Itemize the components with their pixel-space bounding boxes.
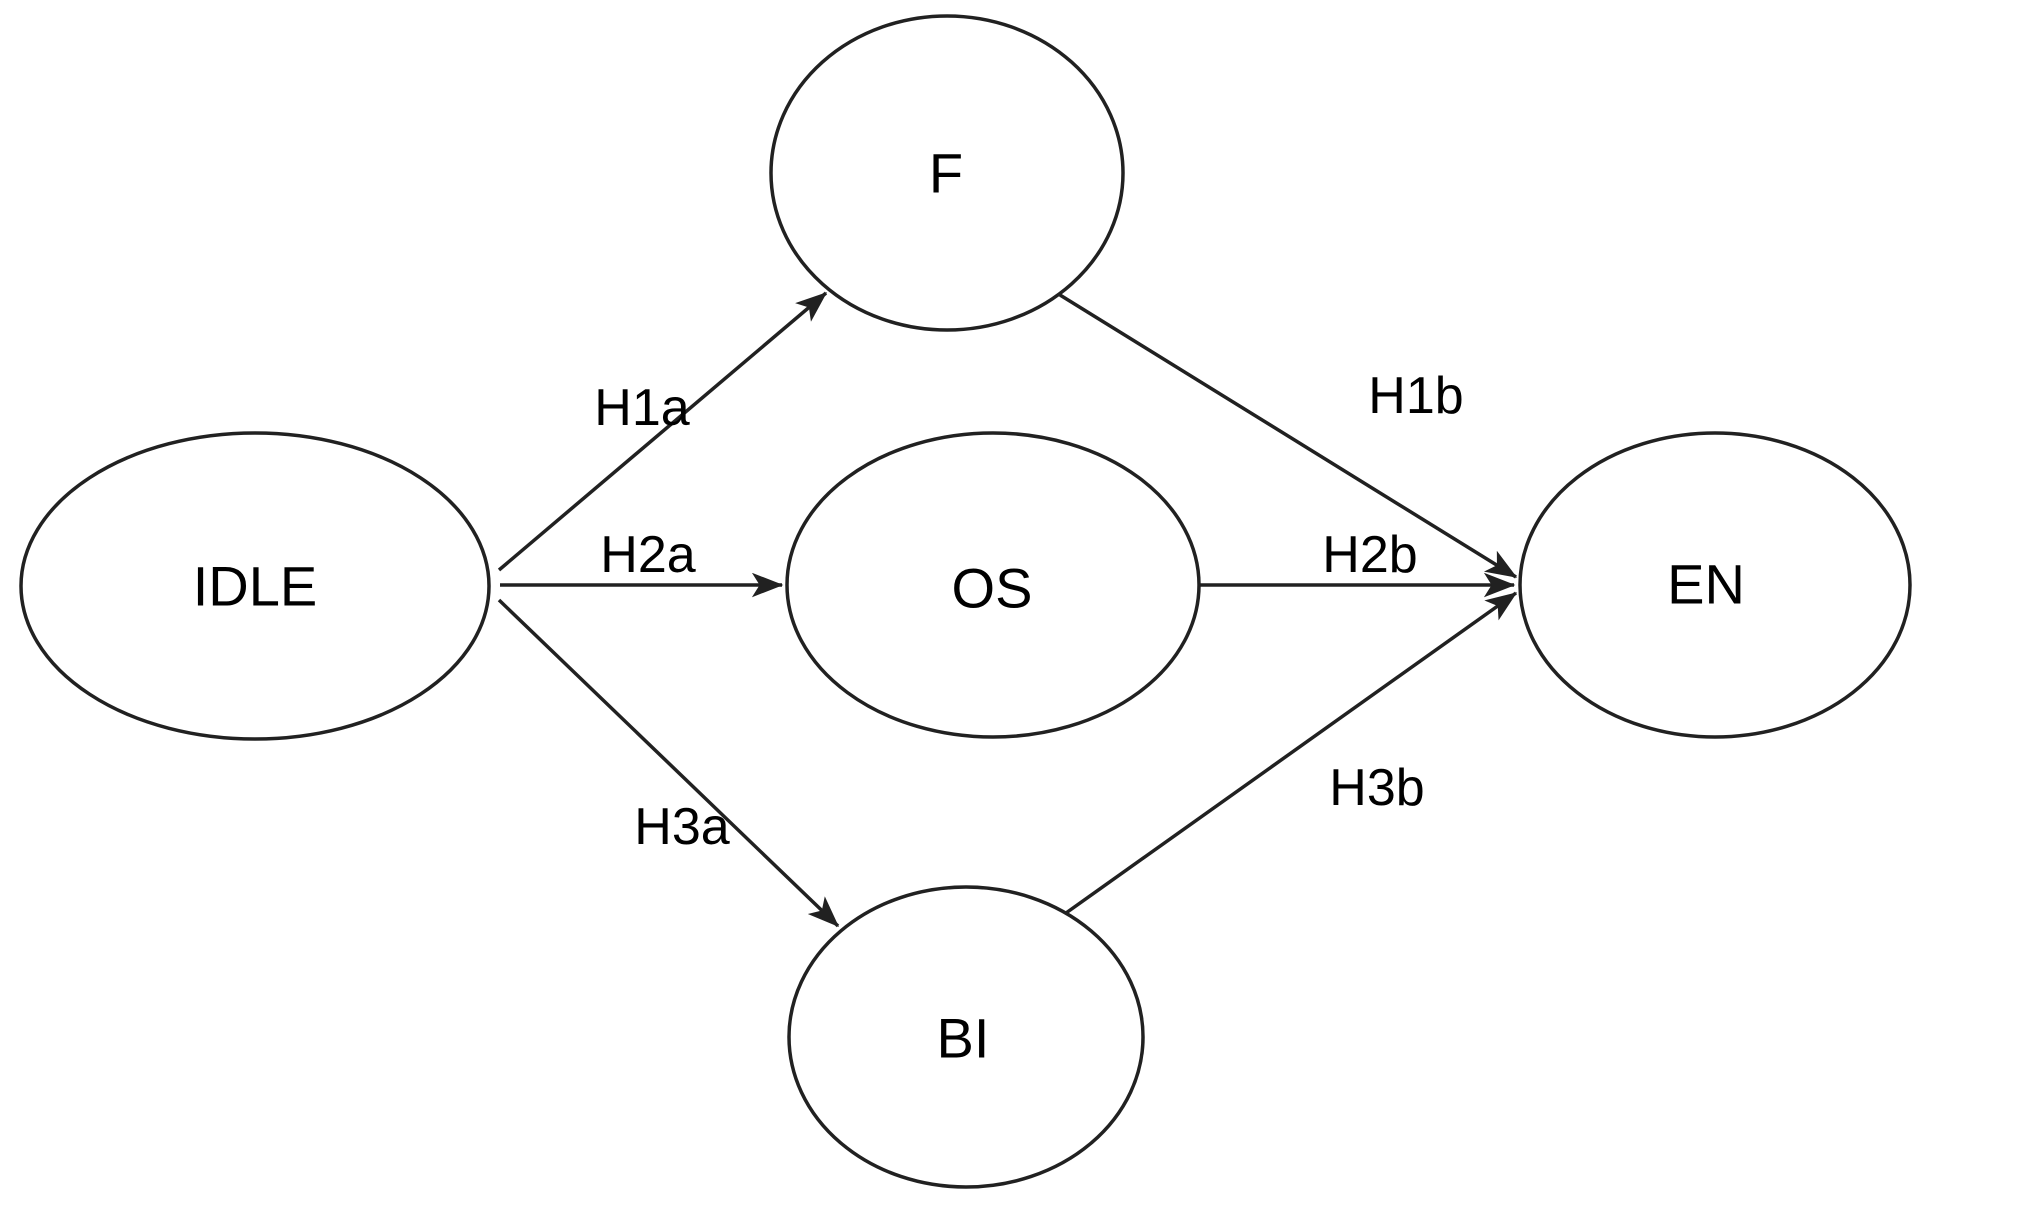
edge-label-h3a: H3a	[634, 798, 729, 856]
edge-f-to-en	[1059, 293, 1518, 579]
edge-label-h2a: H2a	[600, 526, 695, 584]
edge-label-h1a: H1a	[594, 379, 689, 437]
edge-label-h1b: H1b	[1368, 367, 1463, 425]
node-bi-ellipse	[787, 885, 1145, 1189]
edge-bi-to-en	[1064, 591, 1518, 915]
edge-label-h2b: H2b	[1322, 526, 1417, 584]
edge-idle-to-f	[497, 291, 828, 572]
edge-label-h3b: H3b	[1329, 759, 1424, 817]
node-idle-label: IDLE	[193, 555, 318, 618]
node-f-label: F	[929, 142, 963, 205]
node-bi-label: BI	[937, 1007, 990, 1070]
node-en-label: EN	[1667, 553, 1745, 616]
node-idle-ellipse	[19, 431, 491, 741]
node-en-ellipse	[1518, 431, 1912, 739]
node-f-ellipse	[769, 14, 1125, 332]
node-os-label: OS	[952, 557, 1033, 620]
edge-idle-to-bi	[497, 598, 840, 928]
node-os-ellipse	[785, 431, 1201, 739]
